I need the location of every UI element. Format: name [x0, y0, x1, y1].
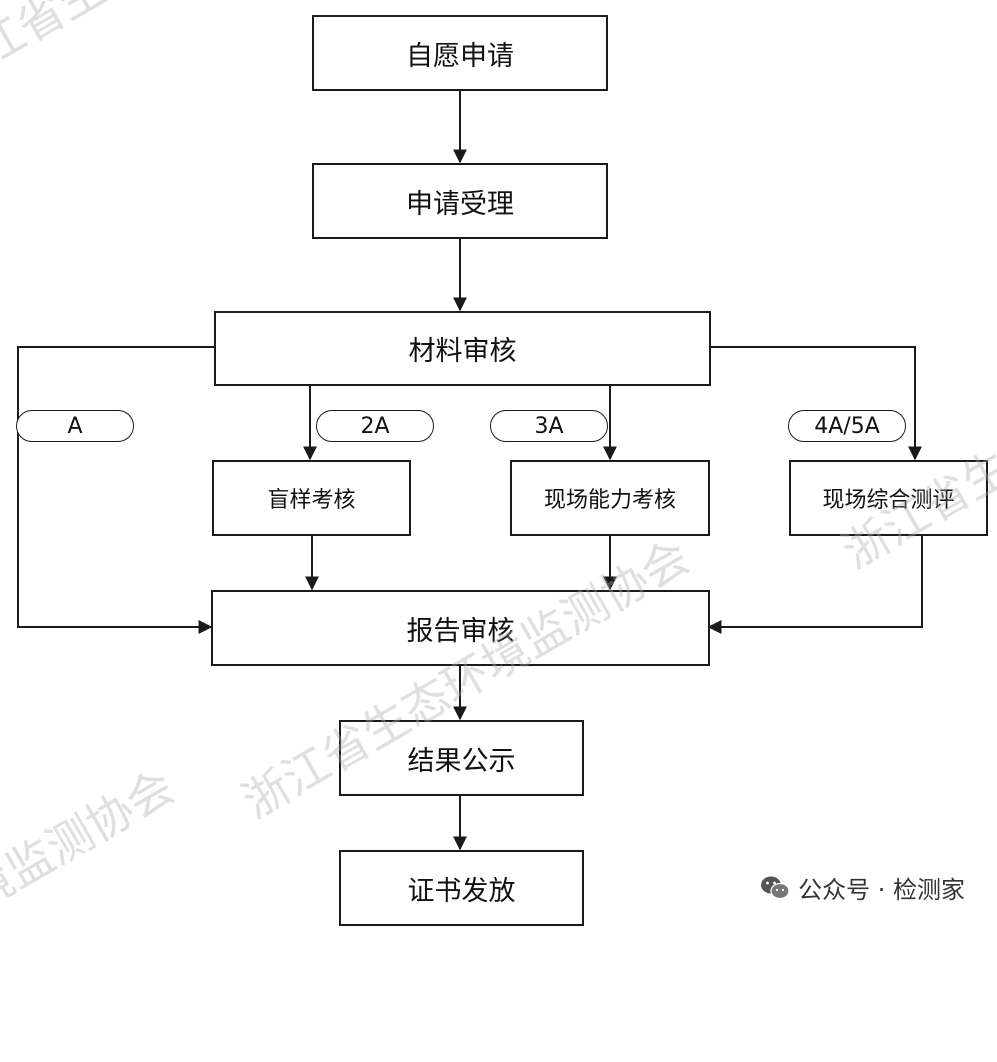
level-2a: 2A [316, 410, 434, 442]
node-report: 报告审核 [211, 590, 710, 666]
arrow-eval-report [709, 535, 922, 627]
node-review: 材料审核 [214, 311, 711, 386]
node-accept: 申请受理 [312, 163, 608, 239]
arrow-review-report [18, 347, 214, 627]
level-a: A [16, 410, 134, 442]
brand-text: 公众号 · 检测家 [798, 870, 965, 905]
brand-label: 公众号 · 检测家 [760, 870, 965, 905]
node-onsite: 现场能力考核 [510, 460, 710, 536]
wechat-icon [760, 875, 790, 901]
node-publish: 结果公示 [339, 720, 584, 796]
node-blind: 盲样考核 [212, 460, 411, 536]
arrow-review-eval [710, 347, 915, 459]
node-cert: 证书发放 [339, 850, 584, 926]
level-3a: 3A [490, 410, 608, 442]
node-eval: 现场综合测评 [789, 460, 988, 536]
level-4a5a: 4A/5A [788, 410, 906, 442]
flowchart: 自愿申请 申请受理 材料审核 盲样考核 现场能力考核 现场综合测评 报告审核 结… [0, 0, 997, 935]
node-apply: 自愿申请 [312, 15, 608, 91]
